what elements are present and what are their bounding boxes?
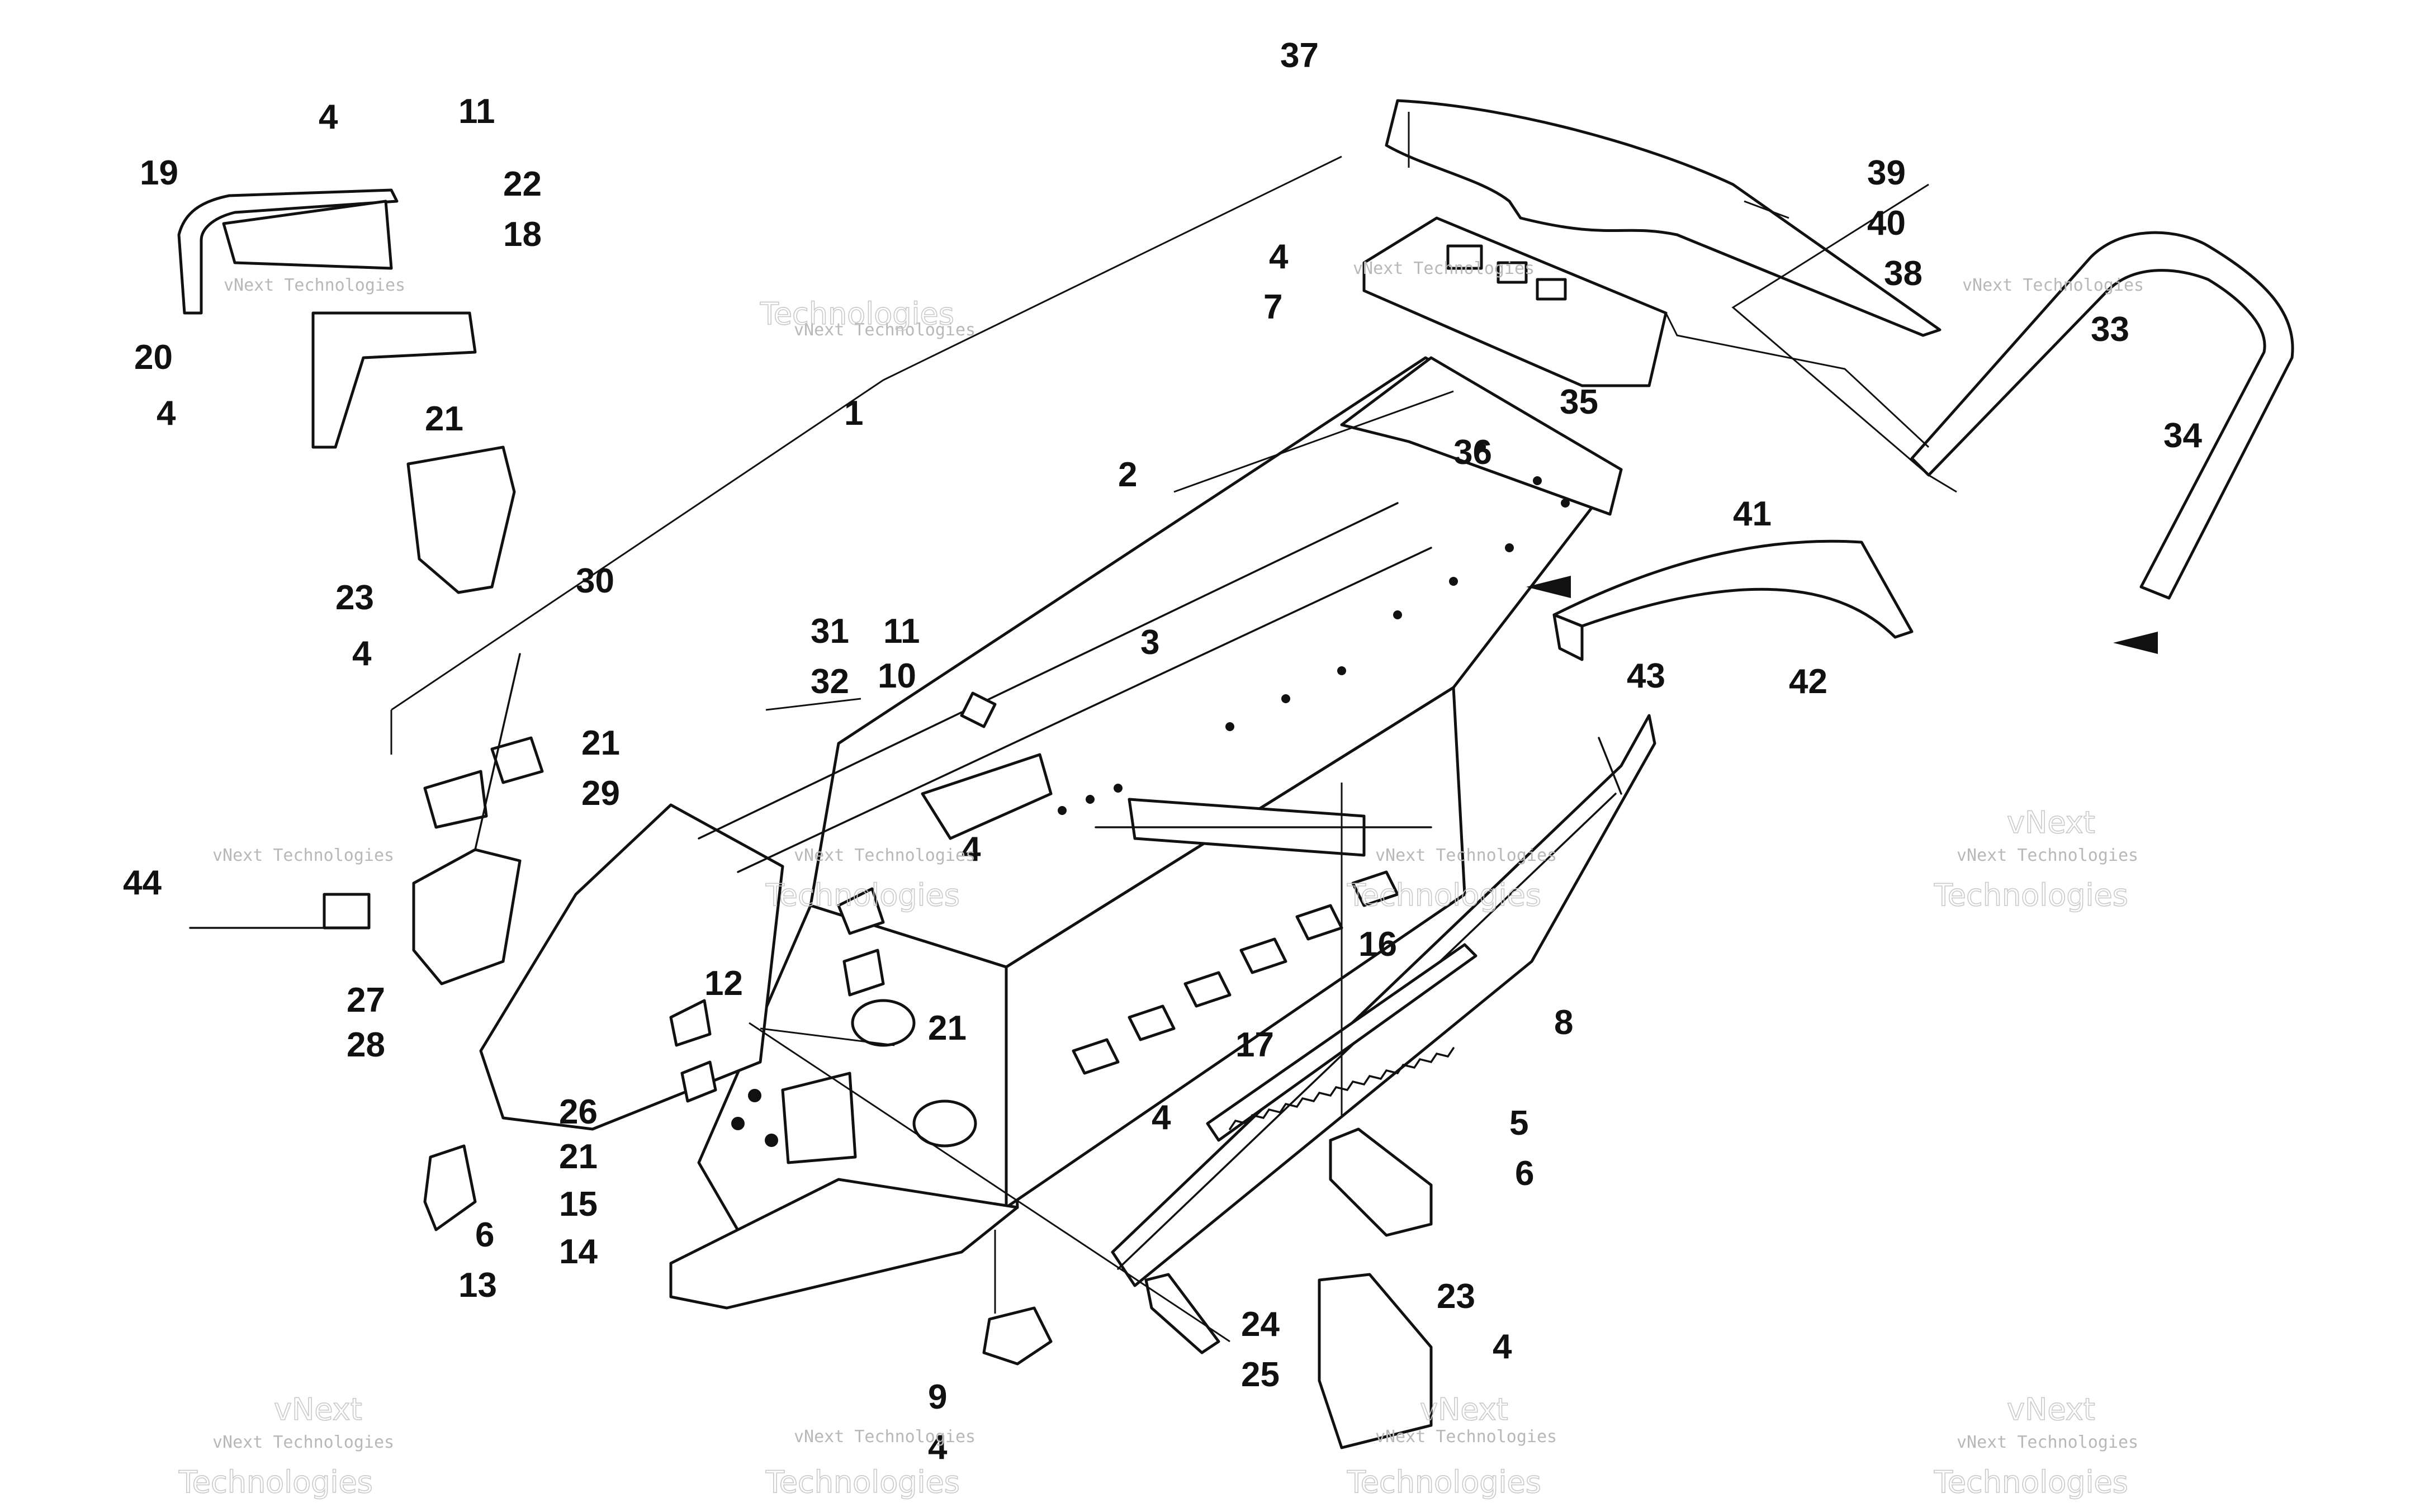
callout-27: 27 (347, 981, 385, 1020)
rear-flap (1385, 99, 1942, 337)
watermark-text: vNext Technologies (794, 1427, 976, 1447)
callout-1: 1 (844, 394, 863, 433)
front-bumper (177, 188, 516, 594)
arrow-right-icon (2113, 632, 2158, 654)
callout-4-g: 4 (157, 394, 176, 433)
callout-3: 3 (1140, 623, 1159, 662)
callout-2: 2 (1118, 456, 1137, 494)
callout-29: 29 (581, 774, 620, 813)
callout-31: 31 (811, 612, 849, 651)
callout-33: 33 (2091, 310, 2129, 349)
callout-28: 28 (347, 1026, 385, 1064)
watermark-text: vNext Technologies (1962, 276, 2144, 295)
callout-15: 15 (559, 1185, 598, 1224)
watermark-text: Technologies (765, 1464, 960, 1500)
callout-35: 35 (1560, 383, 1598, 421)
callout-11-a: 11 (883, 612, 920, 651)
rear-bumper (1910, 231, 2294, 600)
watermark-text: vNext (2007, 1392, 2095, 1427)
callout-4-c: 4 (1152, 1098, 1171, 1137)
callout-44: 44 (123, 864, 162, 902)
watermark-text: vNext Technologies (212, 846, 394, 865)
direction-arrows (1526, 576, 2158, 654)
watermark-text: vNext Technologies (1375, 846, 1557, 865)
arrow-left-icon (1526, 576, 1571, 598)
watermark-text: Technologies (1934, 1464, 2128, 1500)
callout-24: 24 (1241, 1305, 1280, 1344)
watermark-text: Technologies (178, 1464, 373, 1500)
watermark-text: vNext Technologies (1375, 1427, 1557, 1447)
callout-21-b: 21 (928, 1009, 967, 1048)
watermark-text: Technologies (1934, 878, 2128, 913)
callout-5: 5 (1509, 1104, 1528, 1143)
callout-7: 7 (1263, 288, 1282, 326)
callout-42: 42 (1789, 662, 1827, 701)
callout-25: 25 (1241, 1355, 1280, 1394)
callout-12: 12 (704, 964, 743, 1003)
callout-38: 38 (1884, 254, 1922, 293)
watermark-text: vNext Technologies (212, 1433, 394, 1452)
watermark-text: Technologies (1347, 1464, 1541, 1500)
callout-6-b: 6 (1515, 1154, 1534, 1193)
watermark-text: Technologies (1347, 878, 1541, 913)
callout-21-c: 21 (559, 1137, 598, 1176)
callout-6-a: 6 (475, 1216, 494, 1254)
callout-4-a: 4 (1269, 238, 1289, 276)
watermark-text: vNext (2007, 805, 2095, 840)
callout-21-a: 21 (581, 724, 620, 762)
callout-14: 14 (559, 1233, 598, 1271)
callout-4-f: 4 (319, 98, 338, 136)
watermark-text: vNext Technologies (1353, 259, 1535, 278)
callout-36: 36 (1453, 433, 1492, 472)
callout-4-e: 4 (928, 1428, 948, 1467)
watermark-text: Technologies (765, 878, 960, 913)
watermark-text: vNext Technologies (1957, 1433, 2138, 1452)
bumper-plate (1362, 216, 1668, 387)
callout-37: 37 (1280, 36, 1319, 75)
callout-4-b: 4 (962, 830, 981, 869)
flap-41 (1552, 539, 1914, 661)
callout-16: 16 (1358, 925, 1397, 964)
watermark-text: vNext (1420, 1392, 1508, 1427)
callout-26: 26 (559, 1093, 598, 1131)
watermarks: vNext Technologies vNext Technologies vN… (178, 259, 2144, 1500)
watermark-text: vNext Technologies (794, 846, 976, 865)
callout-17: 17 (1235, 1026, 1274, 1064)
callout-21-d: 21 (425, 400, 463, 438)
watermark-text: vNext Technologies (224, 276, 405, 295)
callout-8: 8 (1554, 1003, 1573, 1042)
callout-23-b: 23 (335, 579, 374, 617)
tunnel-assembly (479, 356, 1623, 1310)
leader-lines (390, 112, 1957, 1343)
watermark-text: vNext Technologies (1957, 846, 2138, 865)
watermark-text: vNext (274, 1392, 362, 1427)
callout-32: 32 (811, 662, 849, 701)
callout-4-h: 4 (352, 634, 372, 673)
callout-22: 22 (503, 165, 542, 203)
callout-40: 40 (1867, 204, 1906, 243)
steering-bracket (189, 653, 544, 985)
watermark-text: Technologies (760, 296, 954, 331)
callout-19: 19 (140, 154, 178, 192)
callout-23-a: 23 (1437, 1277, 1475, 1316)
callout-34: 34 (2163, 416, 2202, 455)
callout-9: 9 (928, 1378, 947, 1416)
callout-41: 41 (1733, 495, 1772, 533)
callout-labels: 37 39 40 38 33 34 4 7 35 36 2 1 41 42 43… (123, 36, 2202, 1467)
callout-30: 30 (576, 562, 614, 600)
callout-4-d: 4 (1493, 1328, 1512, 1366)
watermark-text: vNext Technologies (794, 320, 976, 340)
callout-11-b: 11 (458, 92, 495, 131)
small-brackets (423, 691, 1433, 1449)
callout-20: 20 (134, 338, 173, 377)
callout-10: 10 (878, 657, 916, 695)
callout-39: 39 (1867, 154, 1906, 192)
callout-43: 43 (1627, 657, 1665, 695)
callout-13: 13 (458, 1266, 497, 1305)
callout-18: 18 (503, 215, 542, 254)
